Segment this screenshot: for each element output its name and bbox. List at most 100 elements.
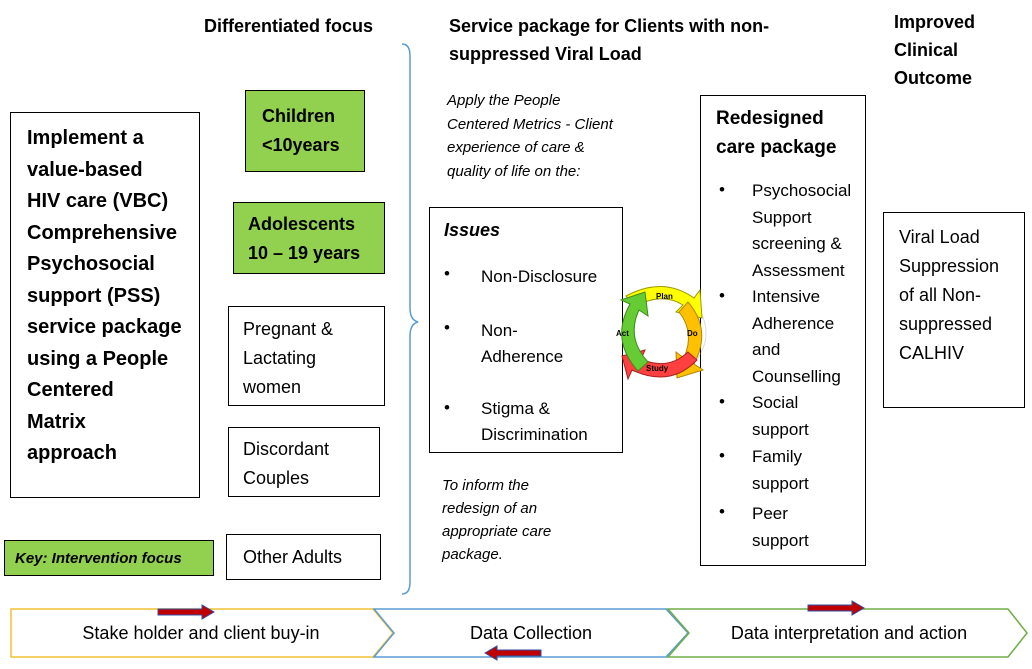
process-label-data-collection: Data Collection [469,623,593,643]
main-line-6: support (PSS) [27,284,161,307]
focus-children-box: Children <10years [245,90,365,172]
main-line-4: Comprehensive [27,221,178,244]
pregnant-line-1: Pregnant & [243,319,334,339]
main-line-10: Matrix [27,410,86,433]
care-1-line-2: Support [752,207,812,227]
other-adults-label: Other Adults [243,547,343,567]
care-1-line-1: Psychosocial [752,181,852,200]
process-label-stakeholder: Stake holder and client buy-in [82,623,320,643]
care-2-line-4: Counselling [752,366,841,386]
issue-item-3: Stigma & Discrimination [481,396,588,448]
care-bullet-4: • [719,446,725,465]
process-step-data-collection [372,608,690,658]
issue-bullet-2: • [444,318,450,337]
care-bullet-3: • [719,392,725,411]
redesigned-title-line-1: Redesigned [716,108,824,129]
pregnant-line-3: women [243,377,302,397]
adolescents-line-1: Adolescents [248,214,356,234]
care-bullet-1: • [719,180,725,199]
focus-discordant-box: Discordant Couples [228,427,380,497]
grouping-brace [401,43,419,595]
header-service-package: Service package for Clients with non- su… [449,12,769,68]
issue-2-line-1: Non- [481,321,518,340]
pdsa-cycle-icon: Plan Do Study Act [616,286,707,381]
care-5-line-2: support [752,531,809,550]
pregnant-line-2: Lactating [243,348,317,368]
children-line-1: Children [262,106,336,126]
viral-line-1: Viral Load [899,227,980,247]
viral-load-box: Viral Load Suppression of all Non- suppr… [883,212,1025,408]
process-step-stakeholder [10,608,394,658]
cycle-do-label: Do [687,329,698,338]
main-intervention-box: Implement a value-based HIV care (VBC) C… [10,112,200,498]
cycle-study-label: Study [646,364,669,373]
inform-line-3: appropriate care [442,523,552,540]
adolescents-line-2: 10 – 19 years [248,243,361,263]
process-label-interpretation: Data interpretation and action [730,623,968,643]
apply-line-4: quality of life on the: [447,162,581,180]
main-line-11: approach [27,442,118,464]
care-5-line-1: Peer [752,504,788,523]
care-bullet-5: • [719,502,725,521]
care-item-5: Peer support [752,500,809,554]
cycle-act-arrow [619,291,649,372]
apply-line-3: experience of care & [447,139,585,156]
header-differentiated-focus: Differentiated focus [204,16,374,36]
key-legend-box: Key: Intervention focus [4,540,214,576]
header-service-line-2: suppressed Viral Load [449,44,642,64]
care-2-line-2: Adherence [752,313,835,333]
issues-title: Issues [444,220,501,240]
header-improved-outcome: Improved Clinical Outcome [894,8,975,92]
cycle-plan-label: Plan [656,292,673,301]
care-4-line-2: support [752,473,809,493]
apply-line-2: Centered Metrics - Client [447,115,613,133]
issue-1-line-1: Non-Disclosure [481,267,598,286]
care-item-1: Psychosocial Support screening & Assessm… [752,178,851,284]
key-legend-label: Key: Intervention focus [15,550,182,567]
issue-bullet-3: • [444,398,450,417]
inform-redesign-text: To inform the redesign of an appropriate… [442,474,551,566]
care-item-4: Family support [752,444,809,497]
issue-bullet-1: • [444,264,450,283]
viral-line-3: of all Non- [899,285,982,305]
care-1-line-3: screening & [752,234,842,253]
redesigned-title: Redesigned care package [716,104,836,162]
header-outcome-line-2: Clinical [894,40,959,60]
redesigned-title-line-2: care package [716,137,837,158]
inform-line-2: redesign of an [442,500,538,517]
main-line-8: using a People [27,347,169,370]
process-step-interpretation [666,608,1028,658]
care-4-line-1: Family [752,447,803,466]
cycle-act-label: Act [616,329,629,338]
apply-metrics-text: Apply the People Centered Metrics - Clie… [447,89,613,183]
care-1-line-4: Assessment [752,260,845,280]
issue-3-line-2: Discrimination [481,425,588,444]
viral-line-4: suppressed [899,314,993,334]
header-outcome-line-3: Outcome [894,68,973,88]
care-3-line-2: support [752,419,809,439]
arrow-right-icon [807,600,865,616]
issues-box: Issues • Non-Disclosure • Non- Adherence… [429,207,623,453]
main-line-1: Implement a [27,127,144,149]
care-2-line-1: Intensive [752,287,821,306]
viral-line-2: Suppression [899,256,1000,276]
care-item-3: Social support [752,390,809,443]
apply-line-1: Apply the People [447,92,561,109]
care-bullet-2: • [719,286,725,305]
inform-line-4: package. [442,546,503,563]
discordant-line-2: Couples [243,468,310,488]
main-line-3: HIV care (VBC) [27,190,169,212]
care-2-line-3: and [752,340,781,359]
issue-3-line-1: Stigma & [481,399,550,418]
viral-line-5: CALHIV [899,343,965,363]
main-line-2: value-based [27,158,143,181]
focus-other-adults-box: Other Adults [226,534,381,580]
care-item-2: Intensive Adherence and Counselling [752,284,841,390]
main-line-7: service package [27,316,182,338]
inform-line-1: To inform the [442,477,529,494]
issue-item-1: Non-Disclosure [481,264,597,290]
discordant-line-1: Discordant [243,439,330,459]
arrow-left-icon [484,645,542,661]
